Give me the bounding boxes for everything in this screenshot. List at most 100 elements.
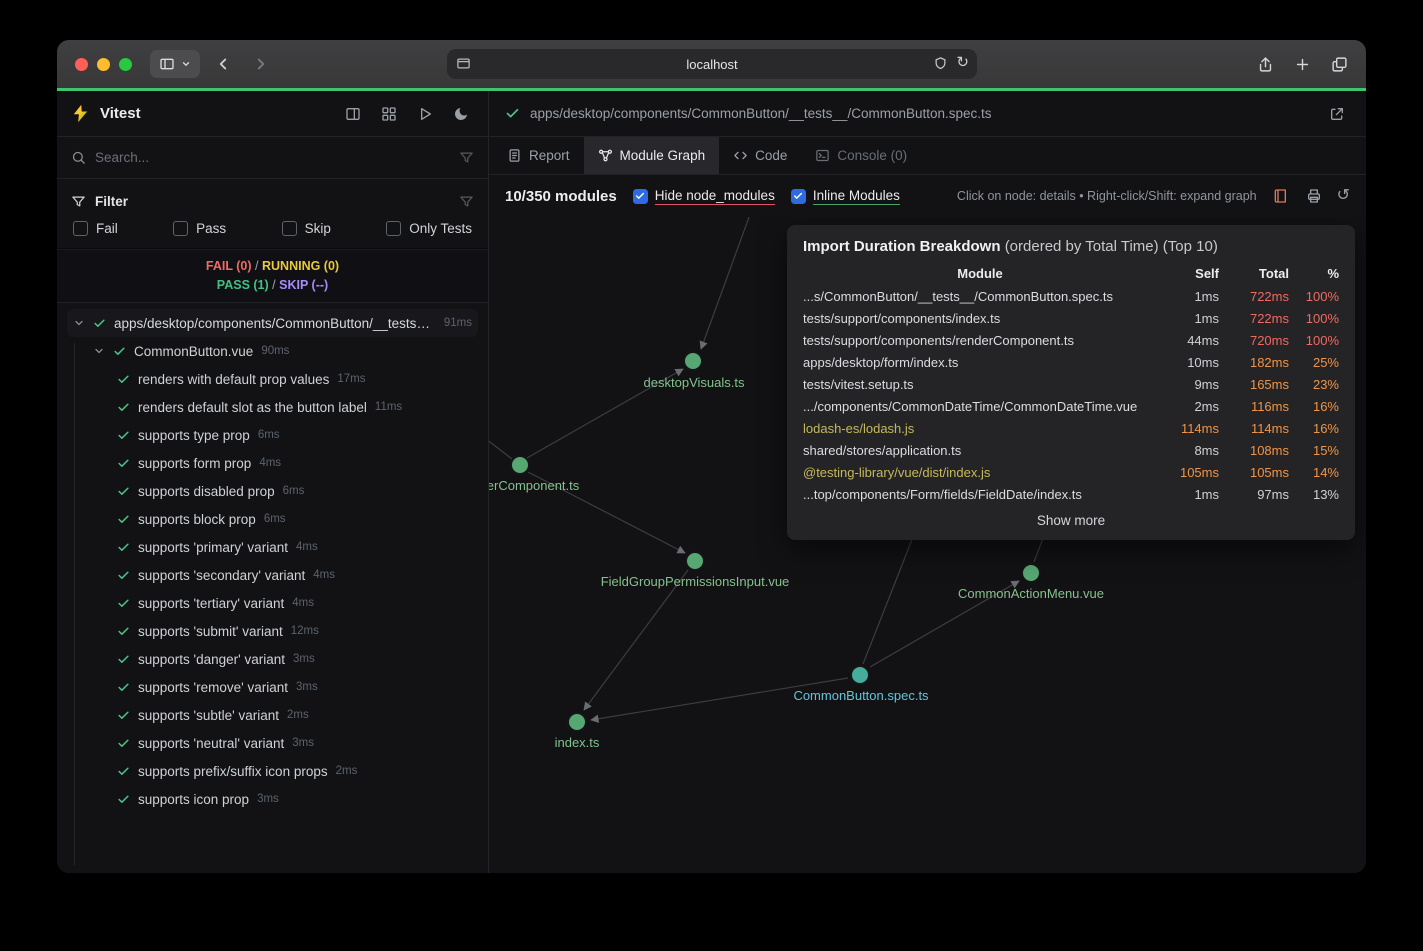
reset-graph-button[interactable]: ↺	[1336, 187, 1350, 204]
window-controls	[75, 57, 132, 71]
sidebar-toggle-button[interactable]	[150, 50, 200, 78]
test-row[interactable]: supports 'remove' variant 3ms	[111, 673, 478, 701]
tab-console[interactable]: Console (0)	[801, 137, 921, 174]
node-label-desktopvisuals[interactable]: desktopVisuals.ts	[643, 375, 745, 390]
test-row[interactable]: supports prefix/suffix icon props 2ms	[111, 757, 478, 785]
graph-hint: Click on node: details • Right-click/Shi…	[956, 189, 1257, 203]
open-in-editor-button[interactable]	[1324, 101, 1350, 127]
module-graph-canvas[interactable]: desktopVisuals.ts renderComponent.ts Fie…	[489, 217, 1366, 873]
clear-filter-icon[interactable]	[459, 150, 474, 165]
filter-option-label: Skip	[304, 221, 331, 236]
test-row[interactable]: supports 'subtle' variant 2ms	[111, 701, 478, 729]
test-row[interactable]: supports 'secondary' variant 4ms	[111, 561, 478, 589]
test-row[interactable]: renders with default prop values 17ms	[111, 365, 478, 393]
privacy-shield-icon[interactable]	[933, 56, 948, 71]
print-button[interactable]	[1303, 185, 1325, 207]
test-row[interactable]: supports 'tertiary' variant 4ms	[111, 589, 478, 617]
hide-node-modules-toggle[interactable]: Hide node_modules	[632, 188, 775, 205]
back-button[interactable]	[208, 49, 238, 79]
tab-report[interactable]: Report	[493, 137, 584, 174]
test-row[interactable]: supports icon prop 3ms	[111, 785, 478, 813]
reload-button[interactable]: ↻	[956, 54, 969, 71]
chevron-down-icon[interactable]	[93, 345, 105, 357]
checkbox-unchecked[interactable]	[73, 221, 88, 236]
test-case-list: renders with default prop values 17ms re…	[67, 365, 478, 813]
address-bar[interactable]: localhost ↻	[447, 49, 977, 79]
breakdown-row[interactable]: ...s/CommonButton/__tests__/CommonButton…	[803, 286, 1339, 308]
pass-check-icon	[93, 317, 106, 330]
pass-check-icon	[117, 793, 130, 806]
graph-node-commonbutton-spec[interactable]	[850, 665, 870, 685]
filter-checkbox[interactable]: Only Tests	[386, 221, 472, 236]
forward-button[interactable]	[246, 49, 276, 79]
run-all-button[interactable]	[412, 101, 438, 127]
test-row[interactable]: supports 'danger' variant 3ms	[111, 645, 478, 673]
pass-check-icon	[117, 541, 130, 554]
checkbox-unchecked[interactable]	[173, 221, 189, 236]
breakdown-row[interactable]: @testing-library/vue/dist/index.js 105ms…	[803, 462, 1339, 484]
pass-check-icon	[117, 457, 130, 470]
test-row[interactable]: supports 'primary' variant 4ms	[111, 533, 478, 561]
checkbox-checked[interactable]	[632, 188, 648, 204]
total-time: 114ms	[1250, 421, 1289, 436]
breakdown-row[interactable]: shared/stores/application.ts 8ms 108ms 1…	[803, 440, 1339, 462]
test-row[interactable]: supports disabled prop 6ms	[111, 477, 478, 505]
checkbox-unchecked[interactable]	[386, 221, 402, 236]
breakdown-row[interactable]: tests/vitest.setup.ts 9ms 165ms 23%	[803, 374, 1339, 396]
test-row[interactable]: supports block prop 6ms	[111, 505, 478, 533]
show-more-button[interactable]: Show more	[1036, 513, 1106, 528]
graph-node-rendercomponent[interactable]	[510, 455, 530, 475]
test-row[interactable]: renders default slot as the button label…	[111, 393, 478, 421]
test-row[interactable]: supports 'neutral' variant 3ms	[111, 729, 478, 757]
chevron-down-icon[interactable]	[73, 317, 85, 329]
breakdown-row[interactable]: .../components/CommonDateTime/CommonDate…	[803, 396, 1339, 418]
dashboard-button[interactable]	[376, 101, 402, 127]
checkbox-unchecked[interactable]	[281, 221, 297, 236]
theme-toggle-button[interactable]	[448, 101, 474, 127]
pass-check-icon	[505, 106, 520, 121]
new-tab-button[interactable]	[1294, 56, 1311, 73]
node-label-commonactionmenu[interactable]: CommonActionMenu.vue	[958, 586, 1104, 601]
checkbox-checked[interactable]	[790, 188, 806, 204]
node-label-fieldgrouppermissionsinput[interactable]: FieldGroupPermissionsInput.vue	[600, 574, 790, 589]
test-duration: 4ms	[292, 597, 314, 609]
search-input[interactable]	[95, 150, 450, 165]
test-file-row[interactable]: apps/desktop/components/CommonButton/__t…	[67, 309, 478, 337]
legend-button[interactable]	[1269, 185, 1291, 207]
filter-checkbox[interactable]: Pass	[173, 221, 226, 236]
graph-node-fieldgrouppermissionsinput[interactable]	[685, 551, 705, 571]
zoom-button[interactable]	[119, 57, 132, 71]
test-row[interactable]: supports 'submit' variant 12ms	[111, 617, 478, 645]
breakdown-row[interactable]: tests/support/components/renderComponent…	[803, 330, 1339, 352]
tab-code[interactable]: Code	[719, 137, 801, 174]
tab-module-graph[interactable]: Module Graph	[583, 137, 720, 174]
breakdown-row[interactable]: ...top/components/Form/fields/FieldDate/…	[803, 484, 1339, 506]
tab-overview-button[interactable]	[1331, 56, 1348, 73]
suite-row[interactable]: CommonButton.vue 90ms	[87, 337, 478, 365]
dock-panel-button[interactable]	[340, 101, 366, 127]
minimize-button[interactable]	[97, 57, 110, 71]
graph-node-index[interactable]	[567, 712, 587, 732]
share-button[interactable]	[1257, 56, 1274, 73]
close-button[interactable]	[75, 57, 88, 71]
indent-guide	[74, 343, 75, 865]
breakdown-row[interactable]: apps/desktop/form/index.ts 10ms 182ms 25…	[803, 352, 1339, 374]
column-total: Total	[1258, 266, 1289, 281]
breakdown-row[interactable]: lodash-es/lodash.js 114ms 114ms 16%	[803, 418, 1339, 440]
test-row[interactable]: supports type prop 6ms	[111, 421, 478, 449]
clear-filter-icon[interactable]	[459, 194, 474, 209]
filter-checkbox[interactable]: Fail	[73, 221, 118, 236]
test-name: supports 'secondary' variant	[138, 567, 306, 583]
breakdown-row[interactable]: tests/support/components/index.ts 1ms 72…	[803, 308, 1339, 330]
node-label-commonbutton-spec[interactable]: CommonButton.spec.ts	[793, 688, 929, 703]
graph-node-commonactionmenu[interactable]	[1021, 563, 1041, 583]
filter-checkbox[interactable]: Skip	[281, 221, 331, 236]
node-label-index[interactable]: index.ts	[554, 735, 600, 750]
node-label-rendercomponent[interactable]: renderComponent.ts	[489, 478, 580, 493]
graph-node-desktopvisuals[interactable]	[683, 351, 703, 371]
pass-check-icon	[117, 737, 130, 750]
test-name: renders default slot as the button label	[138, 399, 367, 415]
test-duration: 17ms	[337, 373, 366, 385]
test-row[interactable]: supports form prop 4ms	[111, 449, 478, 477]
inline-modules-toggle[interactable]: Inline Modules	[790, 188, 900, 205]
